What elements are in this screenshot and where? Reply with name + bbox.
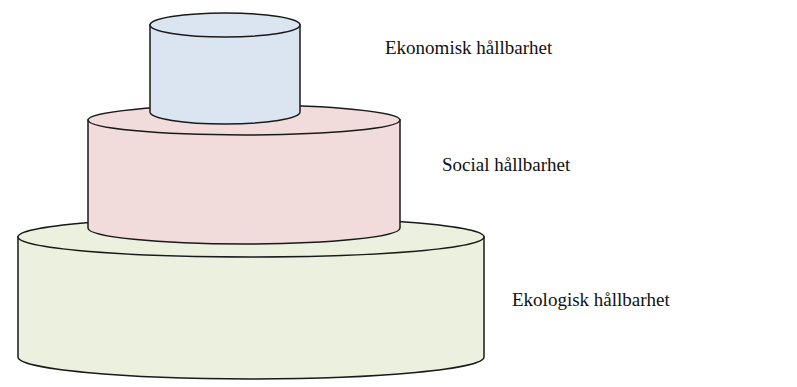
middle-cylinder [88, 105, 400, 244]
top-cylinder [150, 13, 300, 124]
tier-label: Social hållbarhet [442, 154, 570, 176]
tier-label: Ekologisk hållbarhet [512, 289, 670, 311]
tier-label: Ekonomisk hållbarhet [385, 37, 552, 59]
